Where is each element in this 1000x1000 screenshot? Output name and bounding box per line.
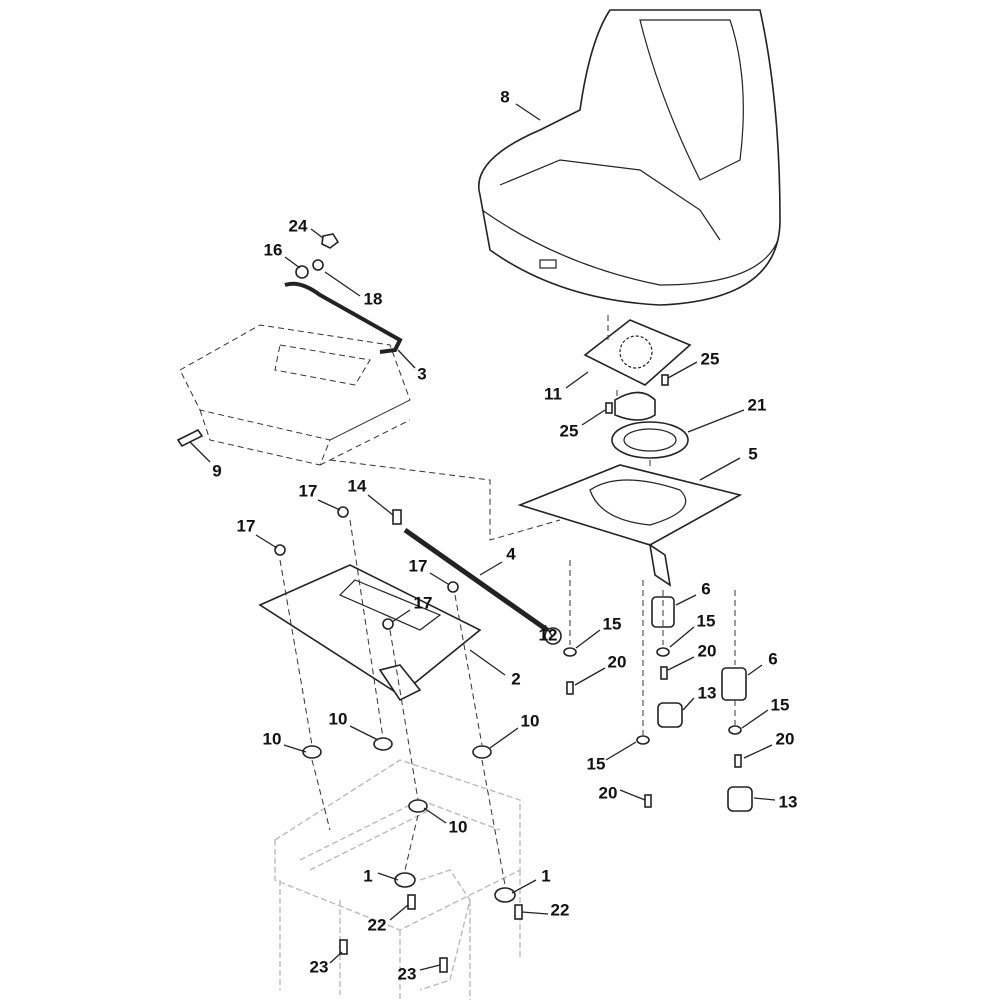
rod-4 <box>403 527 552 635</box>
callout-23: 23 <box>398 964 417 983</box>
callout-9: 9 <box>212 461 221 480</box>
callout-16: 16 <box>264 240 283 259</box>
callout-13: 13 <box>779 792 798 811</box>
seat <box>478 9 781 306</box>
callout-2: 2 <box>511 669 520 688</box>
seat-frame-ghost <box>179 324 411 466</box>
screw <box>407 894 416 910</box>
screw <box>439 957 448 973</box>
washer <box>408 799 428 813</box>
callout-24: 24 <box>289 216 308 235</box>
plate-11 <box>583 319 692 386</box>
washer <box>302 745 322 759</box>
screw <box>661 374 669 386</box>
nut-17 <box>337 506 349 518</box>
alignment-lines <box>279 315 736 886</box>
callout-10: 10 <box>449 817 468 836</box>
bracket-5-recess <box>589 479 687 526</box>
callout-15: 15 <box>697 611 716 630</box>
callout-3: 3 <box>417 364 426 383</box>
screw <box>566 681 574 695</box>
hardware <box>274 374 742 973</box>
callout-15: 15 <box>603 614 622 633</box>
callout-25: 25 <box>701 349 720 368</box>
cup-21 <box>611 421 689 459</box>
callout-5: 5 <box>748 444 757 463</box>
callout-22: 22 <box>368 915 387 934</box>
callout-20: 20 <box>599 783 618 802</box>
callout-10: 10 <box>263 729 282 748</box>
nut-17 <box>447 581 459 593</box>
screw <box>339 939 348 955</box>
bolt-9 <box>176 428 204 448</box>
bracket-5-tab <box>648 543 672 587</box>
callout-17: 17 <box>237 516 256 535</box>
callout-22: 22 <box>551 900 570 919</box>
callout-1: 1 <box>363 866 372 885</box>
callout-21: 21 <box>748 395 767 414</box>
washer <box>636 735 650 745</box>
plate-cutout <box>619 335 653 369</box>
callout-23: 23 <box>310 957 329 976</box>
bumper-13b <box>727 786 753 812</box>
callout-15: 15 <box>587 754 606 773</box>
callout-25: 25 <box>560 421 579 440</box>
clip-14 <box>392 509 402 525</box>
nut-24 <box>321 233 340 249</box>
callout-10: 10 <box>521 711 540 730</box>
callout-8: 8 <box>500 87 509 106</box>
washer <box>472 745 492 759</box>
adjust-lever <box>284 281 403 354</box>
screw <box>514 904 523 920</box>
screw <box>660 666 668 680</box>
bracket-2-slot <box>338 579 442 631</box>
seat-switch <box>614 391 656 421</box>
callout-4: 4 <box>506 544 516 563</box>
bracket-2-tab <box>378 664 422 702</box>
callout-20: 20 <box>776 729 795 748</box>
callout-6: 6 <box>768 649 777 668</box>
screw <box>605 402 613 414</box>
callout-17: 17 <box>409 556 428 575</box>
leader-lines <box>189 103 776 971</box>
cup-21-inner <box>623 428 677 452</box>
knob-16 <box>295 265 309 279</box>
callout-17: 17 <box>414 593 433 612</box>
callout-1: 1 <box>541 866 550 885</box>
callout-13: 13 <box>698 683 717 702</box>
bushing-1 <box>394 872 416 888</box>
spring-18 <box>312 259 324 271</box>
callout-20: 20 <box>698 641 717 660</box>
washer <box>563 647 577 657</box>
seat-bracket-2 <box>258 564 482 696</box>
callout-12: 12 <box>539 625 558 644</box>
washer <box>656 647 670 657</box>
callout-17: 17 <box>299 481 318 500</box>
mounting-bracket-5 <box>517 464 743 546</box>
nut-17 <box>382 618 394 630</box>
callout-15: 15 <box>771 695 790 714</box>
spring-6b <box>721 667 747 701</box>
callout-14: 14 <box>348 476 367 495</box>
washer <box>728 725 742 735</box>
callout-20: 20 <box>608 652 627 671</box>
bushing-1 <box>494 887 516 903</box>
callout-18: 18 <box>364 289 383 308</box>
callout-6: 6 <box>701 579 710 598</box>
screw <box>644 794 652 808</box>
nut-17 <box>274 544 286 556</box>
callout-10: 10 <box>329 709 348 728</box>
screw <box>734 754 742 768</box>
callout-11: 11 <box>544 384 562 403</box>
bumper-13a <box>657 702 683 728</box>
